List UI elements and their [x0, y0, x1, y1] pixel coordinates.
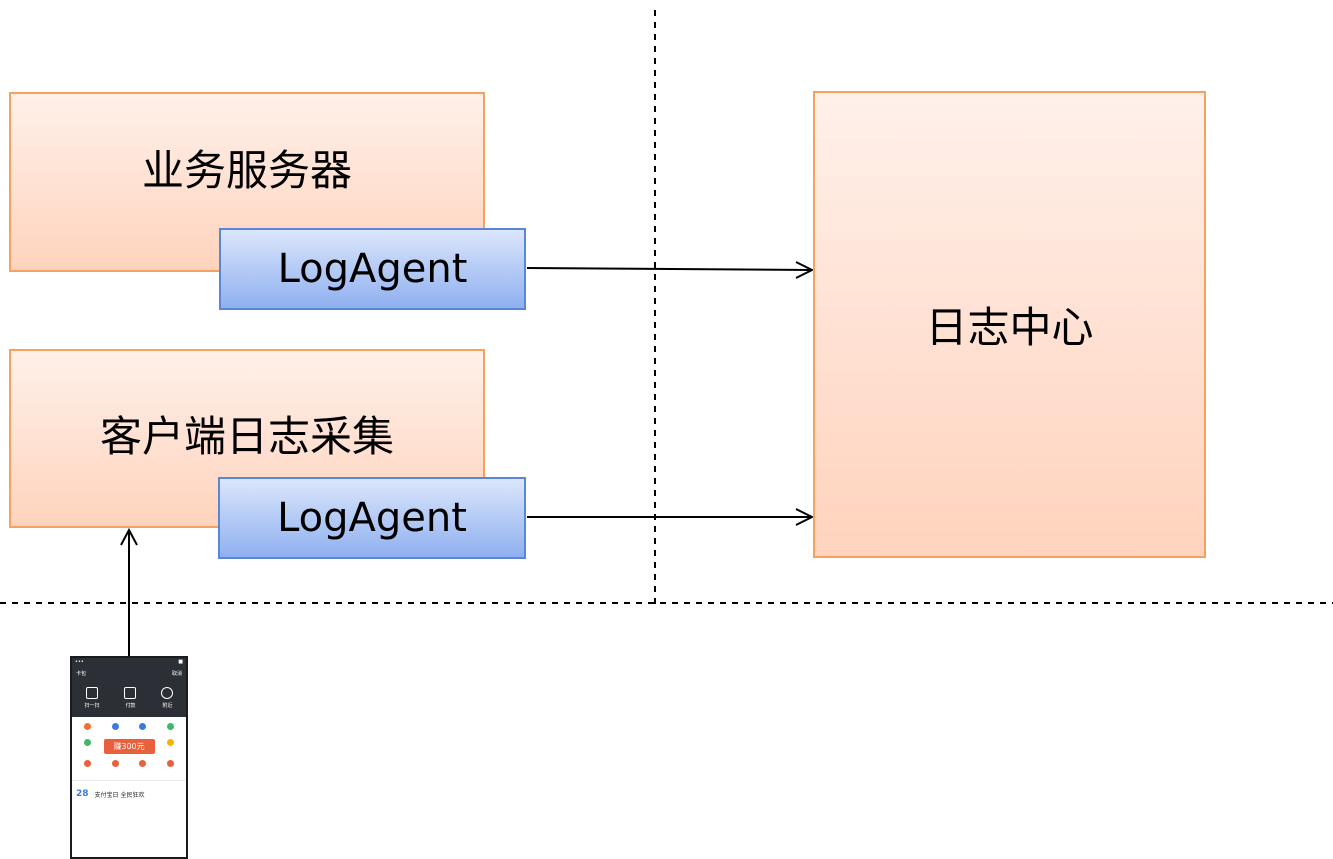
log-center-box: 日志中心: [813, 91, 1206, 558]
phone-promo: 赚300元: [102, 739, 157, 754]
log-agent-2: LogAgent: [218, 477, 526, 559]
log-center-label: 日志中心: [925, 303, 1094, 352]
phone-scan: 扫一扫: [84, 687, 100, 709]
phone-app-icon: [74, 760, 102, 770]
phone-app-icon: [157, 723, 185, 733]
phone-pay: 付款: [124, 687, 137, 709]
phone-app-icon: [129, 760, 157, 770]
arrow-head-2: [795, 508, 815, 526]
phone-status-bar: •••■: [72, 658, 186, 668]
mobile-phone-screenshot: •••■ 卡包 取消 扫一扫 付款 附近 赚300元 28 支付宝日 全民狂欢: [70, 656, 188, 859]
phone-app-icon: [157, 739, 185, 754]
phone-app-icon: [157, 760, 185, 770]
log-agent-1-label: LogAgent: [277, 246, 468, 292]
phone-hero: 扫一扫 付款 附近: [72, 679, 186, 717]
arrow-head-1: [795, 261, 815, 279]
phone-nav-right: 取消: [171, 671, 182, 677]
phone-app-icon: [129, 723, 157, 733]
arrow-head-3: [120, 527, 138, 546]
phone-nav-bar: 卡包 取消: [72, 668, 186, 679]
phone-banner: 28 支付宝日 全民狂欢: [72, 780, 186, 807]
log-agent-1: LogAgent: [219, 228, 526, 310]
location-icon: [161, 687, 174, 699]
phone-app-icon: [102, 723, 130, 733]
phone-banner-text: 支付宝日 全民狂欢: [94, 791, 145, 799]
phone-app-grid: 赚300元: [72, 717, 186, 776]
scan-icon: [85, 687, 98, 699]
arrow-agent1-to-center: [526, 267, 813, 271]
client-log-collection-label: 客户端日志采集: [99, 412, 394, 461]
phone-nearby: 附近: [161, 687, 174, 709]
phone-app-icon: [74, 739, 102, 754]
log-agent-2-label: LogAgent: [277, 495, 467, 541]
phone-app-icon: [102, 760, 130, 770]
phone-banner-number: 28: [76, 789, 89, 799]
phone-nav-title: 卡包: [76, 671, 87, 677]
phone-app-icon: [74, 723, 102, 733]
business-server-label: 业务服务器: [141, 145, 352, 195]
barcode-icon: [124, 687, 137, 699]
